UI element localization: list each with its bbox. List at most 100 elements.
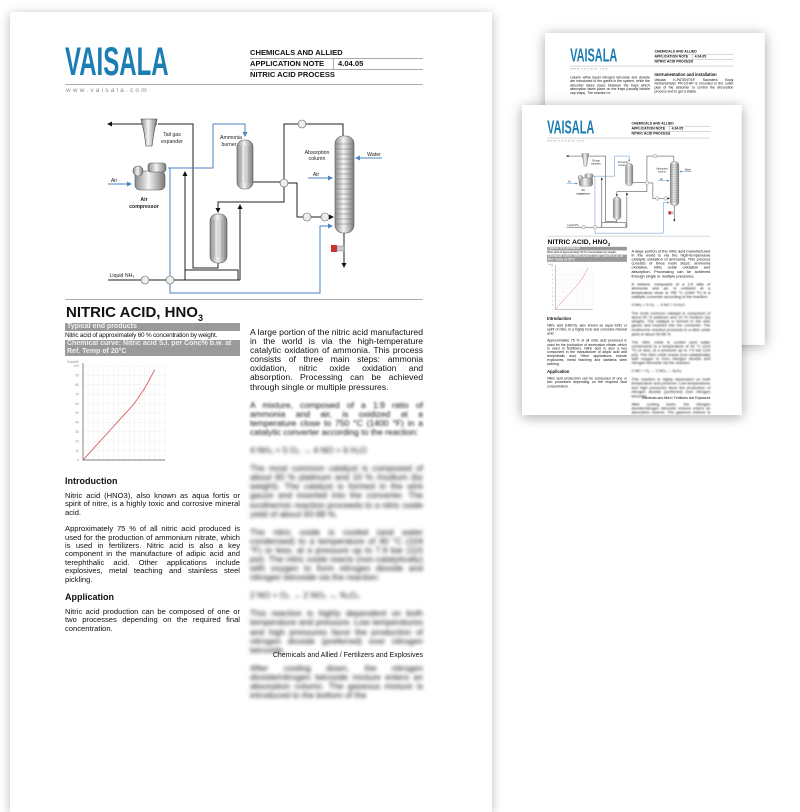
- chart-ytick-label: 60: [75, 402, 79, 406]
- label-air-compressor-1: Air: [140, 197, 147, 203]
- back-right-column: Instrumentation and installation Vaisala…: [654, 72, 733, 97]
- end-products-heading: Typical end products: [65, 323, 240, 331]
- label-expander: expander: [591, 163, 601, 166]
- label-water: Water: [685, 169, 691, 172]
- label-liquid-nh3: Liquid NH₃: [110, 273, 135, 279]
- label-column: column: [309, 156, 326, 162]
- chart-axis-label: Conc%: [67, 360, 79, 364]
- application-heading: Application: [65, 592, 240, 602]
- expander-feed-line: [589, 156, 616, 222]
- label-burner: burner: [222, 142, 237, 148]
- label-burner: burner: [618, 164, 625, 167]
- label-air-column: Air: [660, 178, 663, 181]
- curve-heading: Chemical curve: Nitric acid S.I. per Con…: [65, 340, 240, 356]
- tail-gas-expander: [582, 154, 589, 166]
- analyzer-instrument: [331, 245, 344, 252]
- label-ammonia: Ammonia: [220, 135, 242, 141]
- process-flow-diagram: Tail gas expander Ammonia burner Absorpt…: [10, 12, 492, 312]
- website-url: www.vaisala.com: [571, 67, 609, 70]
- right-column: A large portion of the nitric acid manuf…: [631, 249, 710, 415]
- label-column: column: [658, 170, 666, 173]
- chart-ytick-label: 30: [552, 296, 554, 298]
- body-paragraph-3: The most common catalyst is composed of …: [631, 311, 710, 336]
- process-flow-diagram: Tail gas expander Ammonia burner Absorpt…: [522, 105, 742, 242]
- application-note-page: VAISALA www.vaisala.com CHEMICALS AND AL…: [10, 12, 492, 812]
- body-equation-2: 2 NO + O₂ → 2 NO₂ ↔ N₂O₄: [250, 591, 423, 600]
- title-text: NITRIC ACID, HNO: [66, 304, 198, 321]
- chart-ytick-label: 50: [552, 287, 554, 289]
- body-paragraph-2: A mixture, composed of a 1:9 ratio of am…: [250, 401, 423, 437]
- title-text: NITRIC ACID, HNO: [548, 238, 608, 246]
- expander-feed-line: [158, 124, 218, 268]
- label-water: Water: [367, 152, 381, 158]
- oxidation-vessel: [613, 197, 621, 219]
- body-paragraph-5: This reaction is highly dependent on bot…: [250, 609, 423, 654]
- introduction-p2: Approximately 75 % of all nitric acid pr…: [547, 339, 627, 366]
- label-air-inlet: Air: [111, 178, 118, 184]
- instrumentation-text: Vaisala K-PATENTS® Saunders Body Refract…: [654, 78, 733, 93]
- section-title: NITRIC ACID, HNO3: [66, 304, 203, 323]
- chart-ytick-label: 20: [75, 439, 79, 443]
- body-paragraph-2: A mixture, composed of a 1:9 ratio of am…: [631, 282, 710, 299]
- doc-title: NITRIC ACID PROCESS: [654, 59, 693, 63]
- body-paragraph-6: After cooling down, the nitrogen dioxide…: [250, 664, 423, 700]
- body-paragraph-5: This reaction is highly dependent on bot…: [631, 377, 710, 398]
- back-left-text: column while liquid nitrogen tetroxide a…: [570, 76, 650, 95]
- chart-ytick-label: 10: [75, 449, 79, 453]
- left-column: Typical end products Nitric acid of appr…: [65, 323, 240, 356]
- label-liquid-nh3: Liquid NH₃: [567, 224, 578, 227]
- label-ammonia: Ammonia: [618, 161, 629, 164]
- label-air-inlet: Air: [568, 181, 571, 184]
- application-p1: Nitric acid production can be composed o…: [547, 377, 627, 388]
- chart-ytick-label: 90: [552, 270, 554, 272]
- section-divider: [65, 299, 423, 300]
- body-equation-1: 4 NH₃ + 5 O₂ → 4 NO + 6 H₂O: [631, 303, 710, 307]
- chart-ytick-label: 60: [552, 283, 554, 285]
- chart-ytick-label: 80: [75, 383, 79, 387]
- chart-ytick-label: 20: [552, 300, 554, 302]
- front-page-preview: VAISALA www.vaisala.com CHEMICALS AND AL…: [522, 105, 742, 415]
- section-title: NITRIC ACID, HNO3: [548, 238, 610, 247]
- analyzer-instrument: [668, 211, 674, 214]
- body-paragraph-4: The nitric oxide is cooled (and water co…: [631, 340, 710, 365]
- application-heading: Application: [547, 370, 627, 375]
- back-left-column: column while liquid nitrogen tetroxide a…: [570, 76, 650, 99]
- left-column: Typical end products Nitric acid of appr…: [547, 247, 627, 262]
- category: CHEMICALS AND ALLIED: [654, 49, 696, 53]
- chart-ytick-label: 100: [551, 266, 554, 268]
- concentration-chart: 0 10 20 30 40 50 60 70 80 90 100 Conc%: [547, 263, 597, 311]
- page-footer: Chemicals and Allied / Fertilizers and E…: [631, 397, 710, 400]
- label-air-compressor-2: compressor: [576, 192, 590, 195]
- chart-ytick-label: 50: [75, 411, 79, 415]
- chart-ytick-label: 70: [552, 279, 554, 281]
- introduction-heading: Introduction: [65, 476, 240, 486]
- introduction-p1: Nitric acid (HNO3), also known as aqua f…: [547, 324, 627, 335]
- chart-ytick-label: 0: [553, 309, 554, 311]
- body-paragraph-3: The most common catalyst is composed of …: [250, 464, 423, 519]
- doc-number: 4.04.05: [692, 54, 706, 59]
- doc-title-row: NITRIC ACID PROCESS: [654, 59, 733, 64]
- air-compressor: [133, 163, 166, 190]
- chart-ytick-label: 0: [77, 458, 79, 462]
- doc-header-table: CHEMICALS AND ALLIED APPLICATION NOTE 4.0…: [654, 49, 733, 64]
- chart-ytick-label: 30: [75, 430, 79, 434]
- label-air-column: Air: [313, 172, 320, 178]
- label-air-compressor-2: compressor: [129, 204, 159, 210]
- chart-ytick-label: 80: [552, 275, 554, 277]
- vaisala-logo: VAISALA: [570, 47, 617, 65]
- curve-heading: Chemical curve: Nitric acid S.I. per Con…: [547, 255, 627, 262]
- left-column-lower: Introduction Nitric acid (HNO3), also kn…: [65, 468, 240, 641]
- page-footer: Chemicals and Allied / Fertilizers and E…: [250, 652, 423, 659]
- body-paragraph-6: After cooling down, the nitrogen dioxide…: [631, 402, 710, 415]
- body-equation-2: 2 NO + O₂ → 2 NO₂ ↔ N₂O₄: [631, 369, 710, 373]
- chart-ytick-label: 70: [75, 392, 79, 396]
- chart-ytick-label: 10: [552, 305, 554, 307]
- chart-ytick-label: 40: [552, 292, 554, 294]
- label-tail-gas: Tail gas: [592, 160, 601, 163]
- label-expander: expander: [161, 139, 183, 145]
- left-column-lower: Introduction Nitric acid (HNO3), also kn…: [547, 313, 627, 392]
- doc-type: APPLICATION NOTE: [654, 54, 688, 58]
- chart-axis-label: Conc%: [548, 264, 554, 266]
- ammonia-burner-vessel: [626, 163, 633, 185]
